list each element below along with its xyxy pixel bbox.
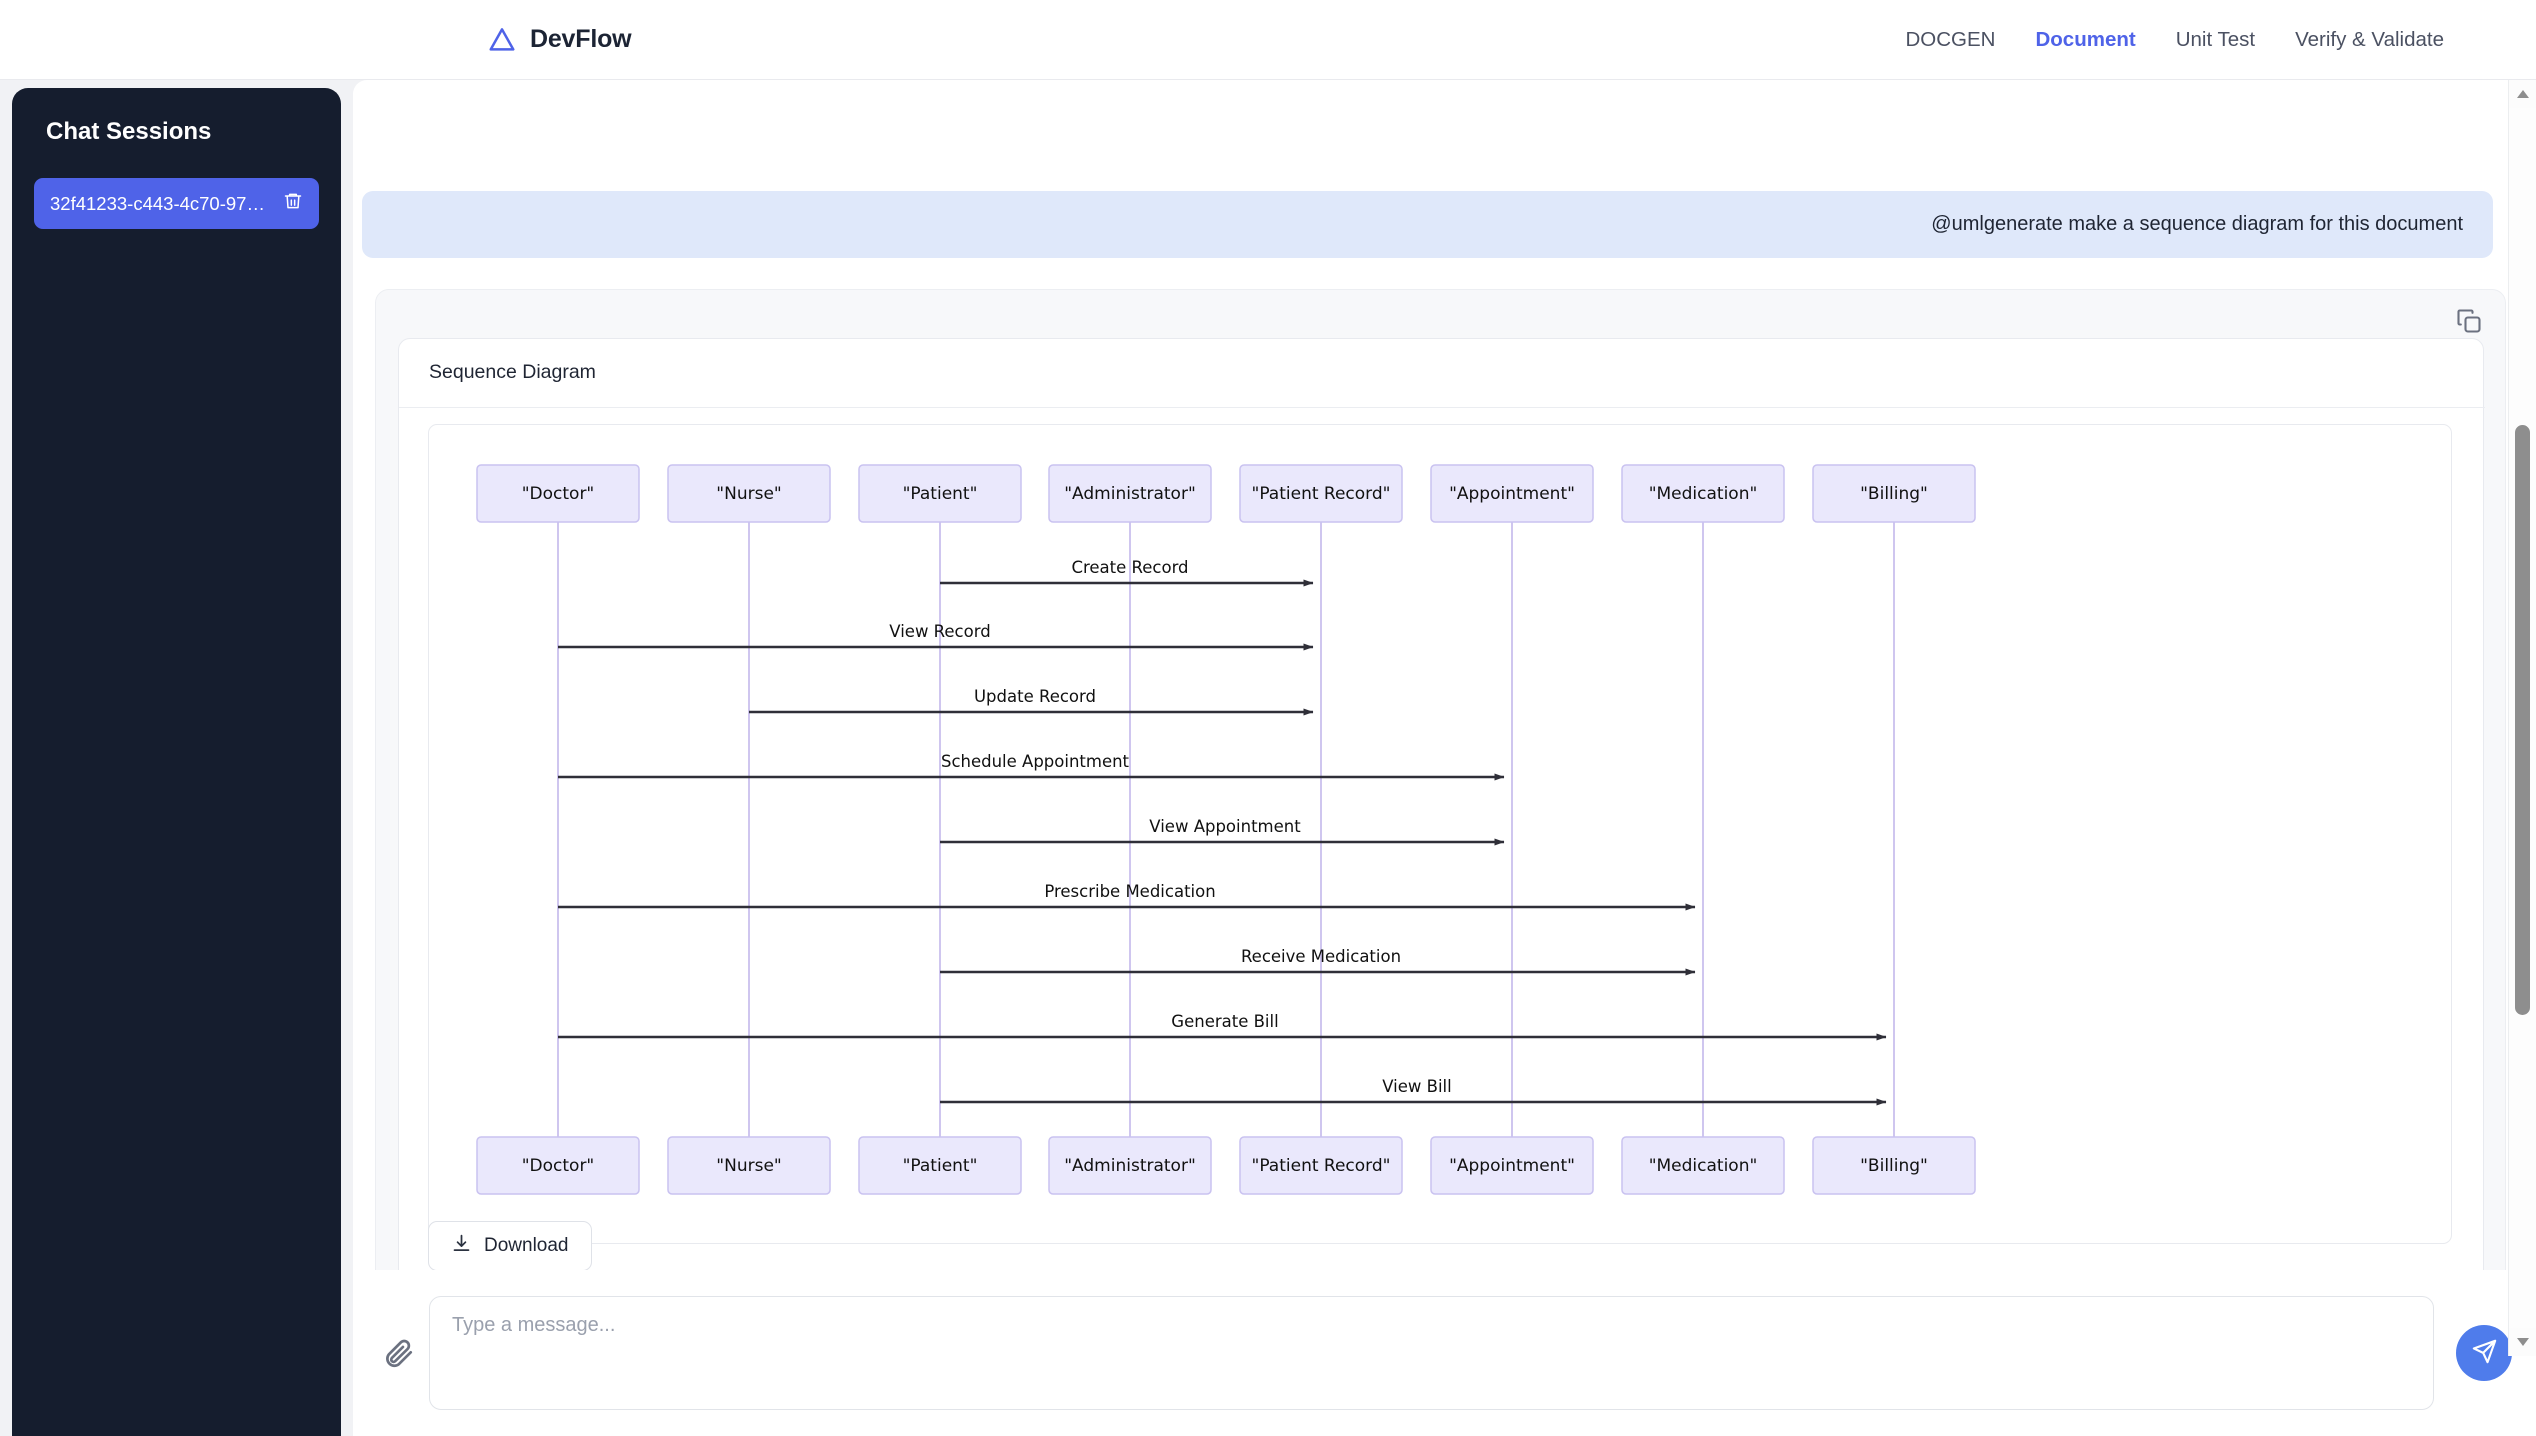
page-body: Chat Sessions 32f41233-c443-4c70-97ca-..…: [0, 80, 2536, 1436]
top-navigation-bar: DevFlow DOCGEN Document Unit Test Verify…: [0, 0, 2536, 80]
trash-icon[interactable]: [283, 191, 303, 216]
nav-item-docgen[interactable]: DOCGEN: [1905, 27, 1996, 51]
svg-text:"Patient Record": "Patient Record": [1252, 484, 1391, 504]
sidebar: Chat Sessions 32f41233-c443-4c70-97ca-..…: [12, 88, 341, 1436]
participant-boxes-bottom: "Doctor" "Nurse" "Patient" "Administrato…: [476, 1136, 1976, 1195]
svg-text:Schedule Appointment: Schedule Appointment: [941, 752, 1130, 771]
scroll-down-arrow-icon[interactable]: [2509, 1328, 2536, 1356]
svg-text:Receive Medication: Receive Medication: [1241, 947, 1401, 966]
assistant-response-card: Sequence Diagram: [375, 289, 2506, 1314]
brand-name: DevFlow: [530, 25, 632, 53]
svg-text:"Patient Record": "Patient Record": [1252, 1156, 1391, 1176]
svg-text:"Administrator": "Administrator": [1064, 1156, 1196, 1176]
diagram-frame: "Doctor" "Nurse" "Patient" "Administrato…: [428, 424, 2452, 1244]
message-labels: Create Record View Record Update Record …: [889, 558, 1451, 1096]
svg-text:"Billing": "Billing": [1860, 484, 1928, 504]
chat-panel: @umlgenerate make a sequence diagram for…: [353, 80, 2536, 1436]
svg-text:"Nurse": "Nurse": [716, 484, 781, 504]
main-nav: DOCGEN Document Unit Test Verify & Valid…: [1905, 28, 2444, 52]
svg-text:"Administrator": "Administrator": [1064, 484, 1196, 504]
download-icon: [451, 1233, 472, 1260]
messages: [558, 579, 1887, 1106]
svg-text:Update Record: Update Record: [974, 687, 1096, 706]
svg-text:"Patient": "Patient": [903, 1156, 978, 1176]
vertical-scrollbar[interactable]: [2508, 80, 2536, 1356]
sequence-diagram-svg: "Doctor" "Nurse" "Patient" "Administrato…: [476, 464, 1976, 1195]
svg-text:"Nurse": "Nurse": [716, 1156, 781, 1176]
send-button[interactable]: [2456, 1325, 2512, 1381]
svg-text:"Patient": "Patient": [903, 484, 978, 504]
svg-text:"Medication": "Medication": [1649, 484, 1758, 504]
triangle-logo-icon: [487, 25, 517, 55]
nav-item-unit-test[interactable]: Unit Test: [2175, 27, 2256, 51]
svg-text:"Doctor": "Doctor": [522, 484, 595, 504]
svg-text:Create Record: Create Record: [1071, 558, 1188, 577]
message-input[interactable]: [429, 1296, 2434, 1410]
svg-text:"Appointment": "Appointment": [1449, 1156, 1575, 1176]
artifact-divider: [399, 407, 2485, 408]
sequence-diagram-artifact: Sequence Diagram: [398, 338, 2485, 1290]
brand[interactable]: DevFlow: [487, 25, 632, 55]
svg-text:Generate Bill: Generate Bill: [1171, 1012, 1278, 1031]
send-plane-icon: [2471, 1338, 2498, 1368]
svg-text:"Billing": "Billing": [1860, 1156, 1928, 1176]
message-composer: [353, 1270, 2536, 1436]
artifact-title: Sequence Diagram: [429, 361, 596, 383]
svg-text:View Appointment: View Appointment: [1149, 817, 1301, 836]
user-message-bubble: @umlgenerate make a sequence diagram for…: [362, 191, 2493, 258]
svg-text:"Appointment": "Appointment": [1449, 484, 1575, 504]
nav-item-document[interactable]: Document: [2035, 27, 2136, 51]
nav-item-verify-validate[interactable]: Verify & Validate: [2295, 27, 2444, 51]
sidebar-title: Chat Sessions: [46, 118, 212, 145]
download-button-label: Download: [484, 1235, 569, 1256]
paperclip-icon[interactable]: [381, 1336, 415, 1370]
participant-boxes-top: "Doctor" "Nurse" "Patient" "Administrato…: [476, 464, 1976, 523]
svg-text:"Doctor": "Doctor": [522, 1156, 595, 1176]
svg-text:View Bill: View Bill: [1382, 1077, 1451, 1096]
svg-text:Prescribe Medication: Prescribe Medication: [1044, 882, 1215, 901]
scrollbar-thumb[interactable]: [2515, 425, 2530, 1015]
chat-scroll-area: @umlgenerate make a sequence diagram for…: [353, 94, 2536, 1334]
lifelines: [557, 517, 1895, 1137]
svg-text:"Medication": "Medication": [1649, 1156, 1758, 1176]
svg-text:View Record: View Record: [889, 622, 990, 641]
chat-session-item[interactable]: 32f41233-c443-4c70-97ca-...: [34, 178, 319, 229]
chat-session-label: 32f41233-c443-4c70-97ca-...: [50, 192, 270, 214]
scroll-up-arrow-icon[interactable]: [2509, 80, 2536, 108]
download-button[interactable]: Download: [428, 1221, 592, 1271]
copy-icon[interactable]: [2455, 307, 2483, 335]
